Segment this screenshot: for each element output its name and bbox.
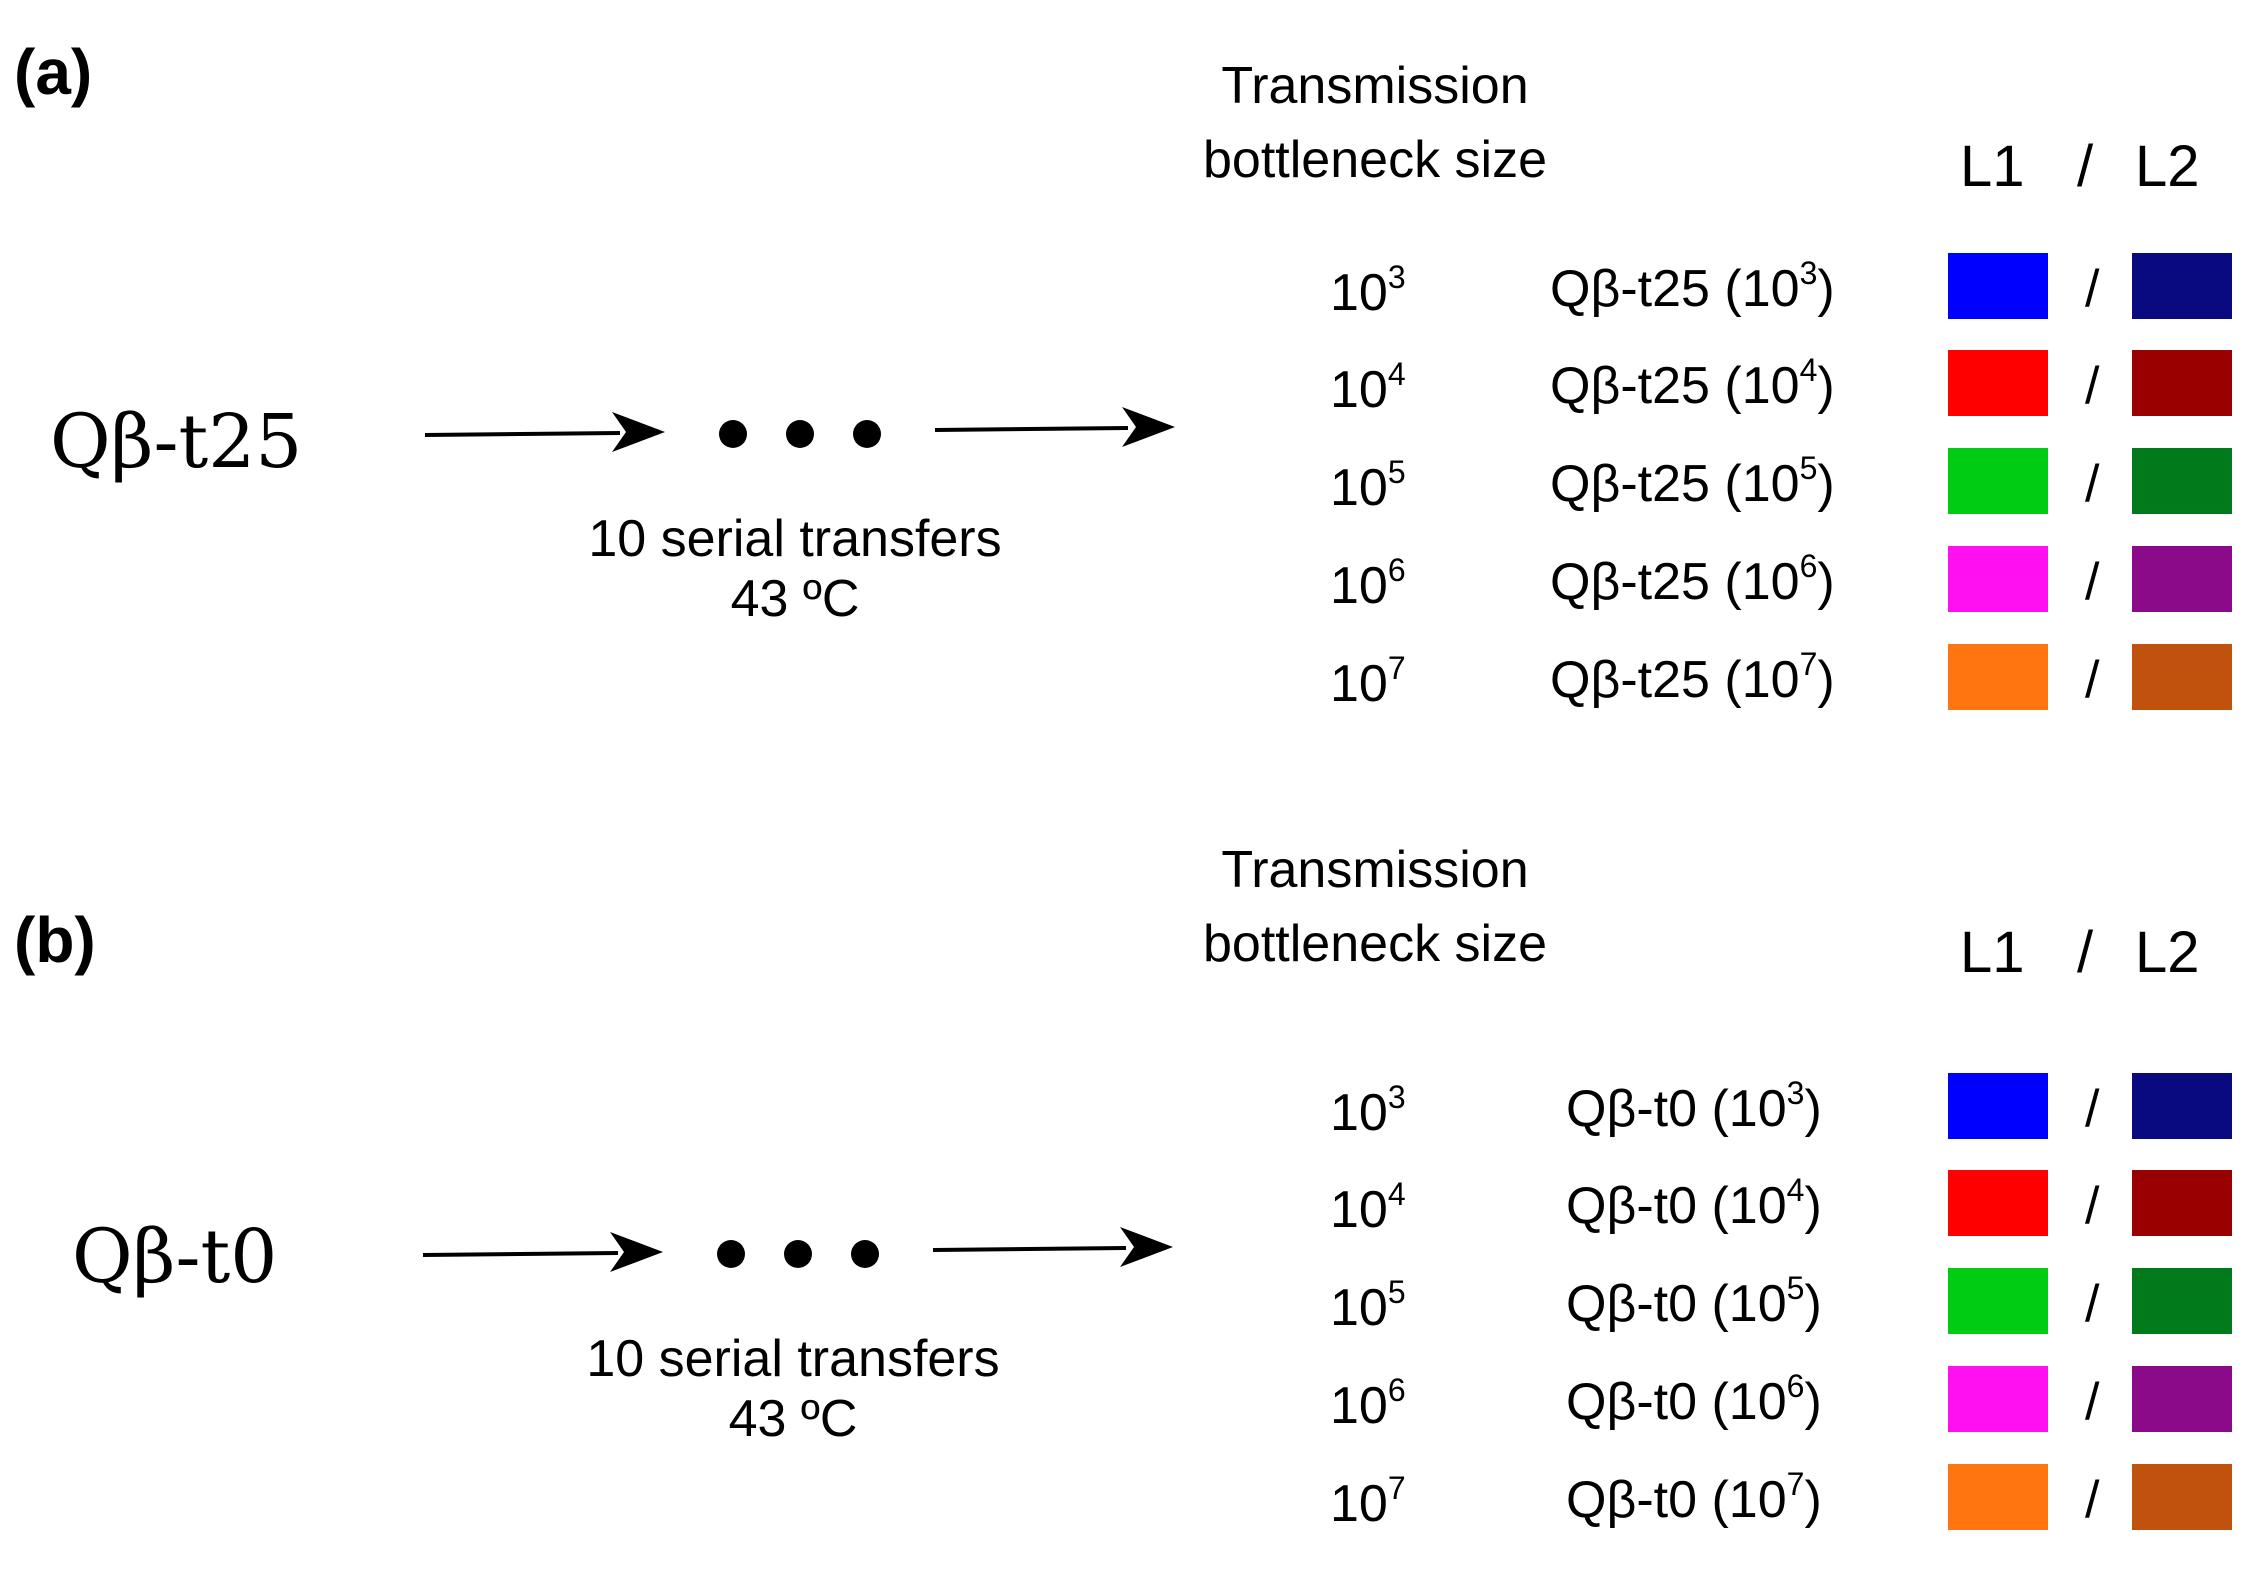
arrow-in [424,412,665,452]
table-title: Transmission bottleneck size [1160,834,1590,982]
swatch-l2 [2132,1464,2232,1530]
legend-row: 105 Qβ-t25 (105) / [0,448,2253,518]
arrow-out [932,1227,1173,1267]
swatch-l2 [2132,1073,2232,1139]
swatch-l2 [2132,546,2232,612]
swatch-separator: / [2085,260,2100,318]
swatch-l1 [1948,1366,2048,1432]
arrow-out [934,407,1175,447]
table-title-line1: Transmission [1221,57,1529,115]
legend-row: 103 Qβ-t0 (103) / [0,1073,2253,1143]
transfer-temperature: 43 ºC [730,569,860,628]
bottleneck-size: 106 [1330,552,1406,615]
swatch-l2 [2132,253,2232,319]
panel-a: (a) Qβ-t25 10 serial transfers 43 ºC Tra… [0,0,2253,773]
swatch-l1 [1948,448,2048,514]
legend-row: 106 Qβ-t25 (106) / [0,546,2253,616]
population-name: Qβ-t25 (104) [1550,352,1835,415]
ellipsis-dots [717,1240,879,1268]
bottleneck-size: 104 [1330,356,1406,419]
swatch-l1 [1948,1073,2048,1139]
swatch-separator: / [2085,1080,2100,1138]
legend-row: 104 Qβ-t0 (104) / [0,1170,2253,1240]
panel-label: (b) [14,904,96,976]
lineage-l1-label: L1 [1960,920,2025,985]
legend-row: 103 Qβ-t25 (103) / [0,253,2253,323]
lineage-l2-label: L2 [2135,920,2200,985]
population-name: Qβ-t25 (103) [1550,255,1835,318]
swatch-separator: / [2085,1177,2100,1235]
serial-transfer-flow [422,1227,1173,1272]
bottleneck-size: 103 [1330,259,1406,322]
transfer-temperature: 43 ºC [728,1389,858,1448]
ellipsis-dots [719,420,881,448]
swatch-l2 [2132,350,2232,416]
swatch-separator: / [2085,1373,2100,1431]
swatch-l2 [2132,644,2232,710]
table-title-line1: Transmission [1221,841,1529,899]
lineage-l1-label: L1 [1960,134,2025,199]
swatch-l2 [2132,448,2232,514]
population-name: Qβ-t0 (104) [1566,1172,1822,1235]
population-name: Qβ-t25 (107) [1550,646,1835,709]
swatch-l1 [1948,1464,2048,1530]
lineage-l2-label: L2 [2135,134,2200,199]
transfer-caption: 10 serial transfers 43 ºC [518,1330,1068,1450]
strain-name: Qβ-t0 [72,1214,278,1300]
legend-row: 107 Qβ-t25 (107) / [0,644,2253,714]
swatch-separator: / [2085,553,2100,611]
bottleneck-size: 107 [1330,1470,1406,1533]
legend-row: 107 Qβ-t0 (107) / [0,1464,2253,1534]
transfer-count: 10 serial transfers [588,510,1002,568]
swatch-separator: / [2085,651,2100,709]
legend-row: 104 Qβ-t25 (104) / [0,350,2253,420]
swatch-l1 [1948,1268,2048,1334]
population-name: Qβ-t0 (106) [1566,1368,1822,1431]
lineage-separator: / [2077,920,2094,985]
panel-b: (b) Qβ-t0 10 serial transfers 43 ºC Tran… [0,820,2253,1593]
bottleneck-size: 105 [1330,1274,1406,1337]
legend-row: 106 Qβ-t0 (106) / [0,1366,2253,1436]
population-name: Qβ-t0 (105) [1566,1270,1822,1333]
swatch-separator: / [2085,1471,2100,1529]
serial-transfer-flow [424,407,1175,452]
swatch-separator: / [2085,1275,2100,1333]
population-name: Qβ-t25 (106) [1550,548,1835,611]
swatch-separator: / [2085,455,2100,513]
swatch-l2 [2132,1170,2232,1236]
table-title-line2: bottleneck size [1203,914,1547,973]
transfer-caption: 10 serial transfers 43 ºC [520,510,1070,630]
table-title-line2: bottleneck size [1203,130,1547,189]
table-title: Transmission bottleneck size [1160,50,1590,198]
bottleneck-size: 104 [1330,1176,1406,1239]
swatch-l1 [1948,546,2048,612]
population-name: Qβ-t0 (107) [1566,1466,1822,1529]
bottleneck-size: 107 [1330,650,1406,713]
population-name: Qβ-t25 (105) [1550,450,1835,513]
legend-row: 105 Qβ-t0 (105) / [0,1268,2253,1338]
swatch-l2 [2132,1366,2232,1432]
swatch-l1 [1948,1170,2048,1236]
swatch-l1 [1948,644,2048,710]
swatch-l2 [2132,1268,2232,1334]
bottleneck-size: 103 [1330,1079,1406,1142]
bottleneck-size: 105 [1330,454,1406,517]
panel-label: (a) [14,36,93,108]
arrow-in [422,1232,663,1272]
population-name: Qβ-t0 (103) [1566,1075,1822,1138]
transfer-count: 10 serial transfers [586,1330,1000,1388]
strain-name: Qβ-t25 [50,399,303,485]
swatch-l1 [1948,350,2048,416]
swatch-l1 [1948,253,2048,319]
bottleneck-size: 106 [1330,1372,1406,1435]
lineage-separator: / [2077,134,2094,199]
swatch-separator: / [2085,357,2100,415]
